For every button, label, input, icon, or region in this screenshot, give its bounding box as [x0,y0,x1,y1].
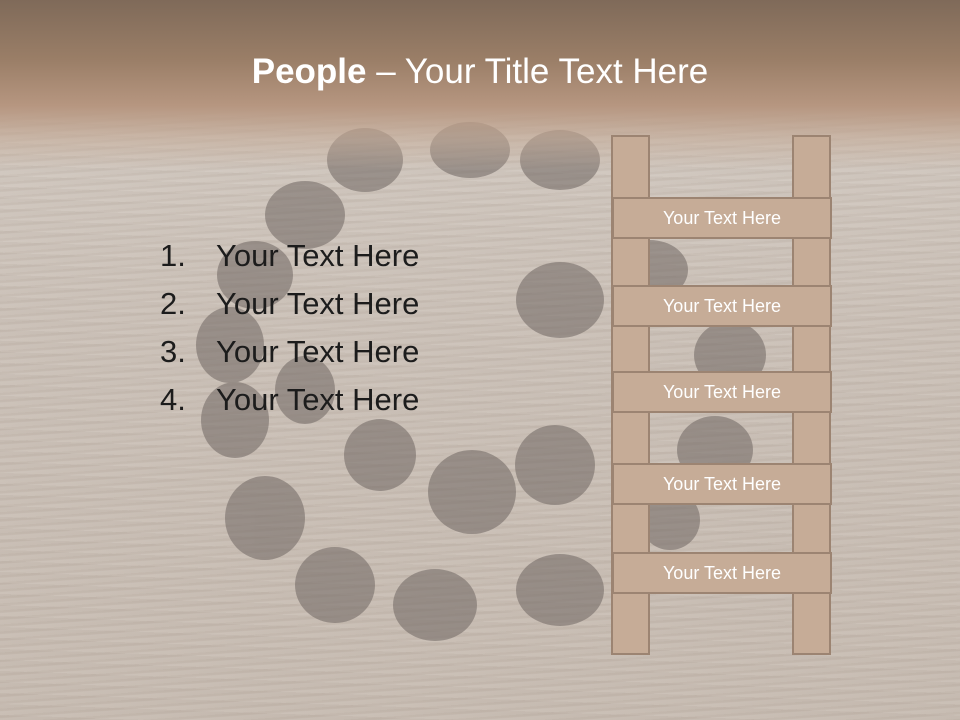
list-item-number: 4. [160,382,186,417]
list-item: 3. Your Text Here [160,328,520,376]
list-item-number: 3. [160,334,186,369]
ladder-rung: Your Text Here [612,463,832,505]
ladder-rung: Your Text Here [612,197,832,239]
list-item-text: Your Text Here [216,334,420,369]
list-item-number: 2. [160,286,186,321]
list-item: 4. Your Text Here [160,376,520,424]
slide-title-bold: People [251,52,367,91]
list-item-text: Your Text Here [216,238,420,273]
numbered-list: 1. Your Text Here 2. Your Text Here 3. Y… [160,232,520,424]
list-item: 2. Your Text Here [160,280,520,328]
ladder-rung: Your Text Here [612,552,832,594]
ladder-diagram: Your Text Here Your Text Here Your Text … [610,135,835,660]
list-item: 1. Your Text Here [160,232,520,280]
slide-title-separator: – [366,52,405,91]
list-item-text: Your Text Here [216,286,420,321]
list-item-number: 1. [160,238,186,273]
list-item-text: Your Text Here [216,382,420,417]
ladder-rung: Your Text Here [612,285,832,327]
slide-title: People – Your Title Text Here [0,52,960,92]
slide-title-text: Your Title Text Here [404,52,709,91]
ladder-rung: Your Text Here [612,371,832,413]
